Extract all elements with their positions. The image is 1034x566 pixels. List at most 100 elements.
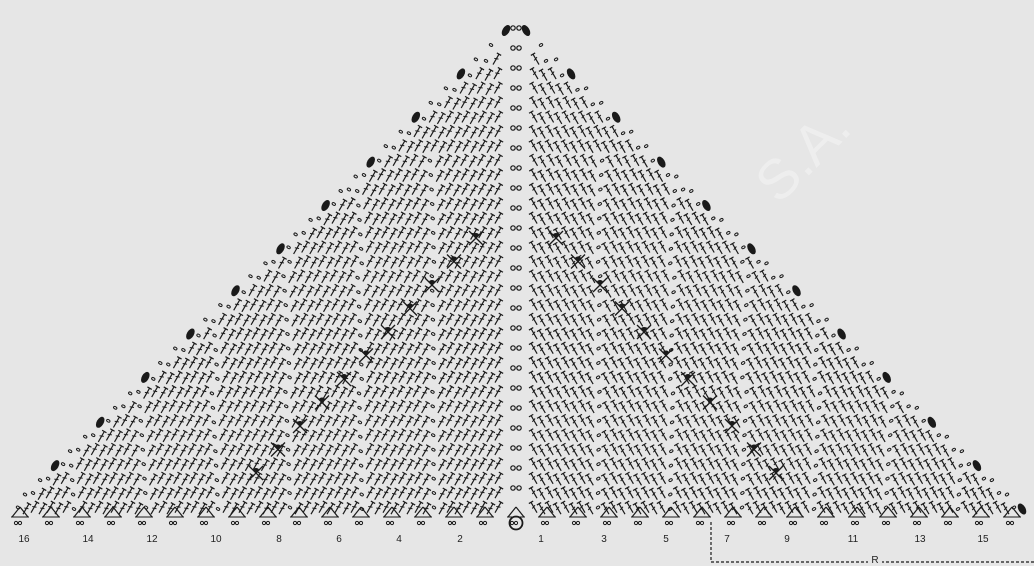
dc-stitch-icon	[828, 445, 838, 458]
dc-stitch-icon	[594, 125, 604, 138]
dc-stitch-icon	[460, 226, 470, 239]
dc-stitch-icon	[870, 414, 880, 427]
dc-stitch-icon	[650, 329, 660, 342]
ch-stitch-icon	[885, 477, 889, 481]
dc-stitch-icon	[962, 487, 972, 500]
dc-stitch-icon	[803, 443, 813, 456]
dc-stitch-icon	[602, 315, 612, 328]
dc-stitch-icon	[21, 503, 31, 516]
dc-stitch-icon	[654, 170, 664, 183]
dc-stitch-icon	[291, 242, 301, 255]
dc-stitch-icon	[530, 67, 540, 80]
dc-stitch-icon	[337, 199, 347, 212]
x-stitch-icon	[315, 396, 329, 410]
dc-stitch-icon	[621, 170, 631, 183]
dc-stitch-icon	[585, 257, 595, 270]
dc-stitch-icon	[545, 111, 555, 124]
dc-stitch-icon	[316, 472, 326, 485]
dc-stitch-icon	[445, 472, 455, 485]
dc-stitch-icon	[258, 329, 268, 342]
dc-stitch-icon	[562, 299, 572, 312]
dc-stitch-icon	[577, 241, 587, 254]
dc-stitch-icon	[444, 125, 454, 138]
dc-stitch-icon	[29, 501, 39, 514]
dc-stitch-icon	[248, 400, 258, 413]
dc-stitch-icon	[730, 358, 740, 371]
dc-stitch-icon	[790, 299, 800, 312]
dc-stitch-icon	[412, 226, 422, 239]
dc-stitch-icon	[830, 401, 840, 414]
dc-stitch-icon	[378, 284, 388, 297]
dc-stitch-icon	[772, 429, 782, 442]
dc-stitch-icon	[346, 212, 356, 225]
dc-stitch-icon	[823, 385, 833, 398]
dc-stitch-icon	[313, 385, 323, 398]
dc-stitch-icon	[298, 313, 308, 326]
dc-stitch-icon	[244, 358, 254, 371]
dc-stitch-icon	[878, 416, 888, 429]
chain-pair-icon	[511, 26, 521, 30]
dc-stitch-icon	[412, 342, 422, 355]
dc-stitch-icon	[537, 141, 547, 154]
dc-stitch-icon	[732, 315, 742, 328]
dc-stitch-icon	[436, 127, 446, 140]
chain-pair-icon	[511, 86, 521, 90]
dc-stitch-icon	[182, 385, 192, 398]
dc-stitch-icon	[618, 329, 628, 342]
ch-stitch-icon	[741, 361, 745, 365]
dc-stitch-icon	[421, 503, 431, 516]
dc-stitch-icon	[546, 154, 556, 167]
dc-stitch-icon	[147, 474, 157, 487]
dc-stitch-icon	[287, 271, 297, 284]
dc-stitch-icon	[228, 488, 238, 501]
dc-stitch-icon	[227, 459, 237, 472]
dc-stitch-icon	[404, 358, 414, 371]
dc-stitch-icon	[731, 445, 741, 458]
ch-stitch-icon	[666, 173, 670, 177]
dc-stitch-icon	[492, 96, 502, 109]
dc-stitch-icon	[733, 387, 743, 400]
ch-stitch-icon	[288, 506, 292, 510]
dc-stitch-icon	[757, 400, 767, 413]
dc-stitch-icon	[769, 371, 779, 384]
chain-pair-icon	[511, 446, 521, 450]
dc-stitch-icon	[469, 503, 479, 516]
dc-stitch-icon	[171, 472, 181, 485]
dc-stitch-icon	[588, 170, 598, 183]
dc-stitch-icon	[707, 429, 717, 442]
dc-stitch-icon	[388, 358, 398, 371]
dc-stitch-icon	[307, 430, 317, 443]
dc-stitch-icon	[682, 459, 692, 472]
dc-stitch-icon	[817, 371, 827, 384]
dc-stitch-icon	[609, 371, 619, 384]
ch-stitch-icon	[142, 477, 146, 481]
dc-stitch-icon	[658, 241, 668, 254]
ch-stitch-icon	[287, 477, 291, 481]
dc-stitch-icon	[299, 328, 309, 341]
dc-stitch-icon	[420, 344, 430, 357]
dc-stitch-icon	[569, 503, 579, 516]
dc-stitch-icon	[620, 185, 630, 198]
dc-stitch-icon	[706, 472, 716, 485]
dc-stitch-icon	[460, 328, 470, 341]
ch-stitch-icon	[598, 202, 602, 206]
dc-stitch-icon	[731, 329, 741, 342]
dc-stitch-icon	[698, 358, 708, 371]
dc-stitch-icon	[924, 445, 934, 458]
dc-stitch-icon	[586, 315, 596, 328]
dc-stitch-icon	[60, 487, 70, 500]
dc-stitch-icon	[757, 299, 767, 312]
dc-stitch-icon	[545, 328, 555, 341]
dc-stitch-icon	[634, 445, 644, 458]
ch-stitch-icon	[669, 363, 673, 367]
ch-stitch-icon	[668, 493, 672, 497]
dc-stitch-icon	[185, 429, 195, 442]
dc-stitch-icon	[331, 342, 341, 355]
ch-stitch-icon	[669, 449, 673, 453]
dc-stitch-icon	[609, 140, 619, 153]
dc-stitch-icon	[399, 156, 409, 169]
dc-stitch-icon	[769, 487, 779, 500]
ch-stitch-icon	[287, 260, 291, 264]
dc-stitch-icon	[658, 226, 668, 239]
ch-stitch-icon	[671, 391, 675, 395]
